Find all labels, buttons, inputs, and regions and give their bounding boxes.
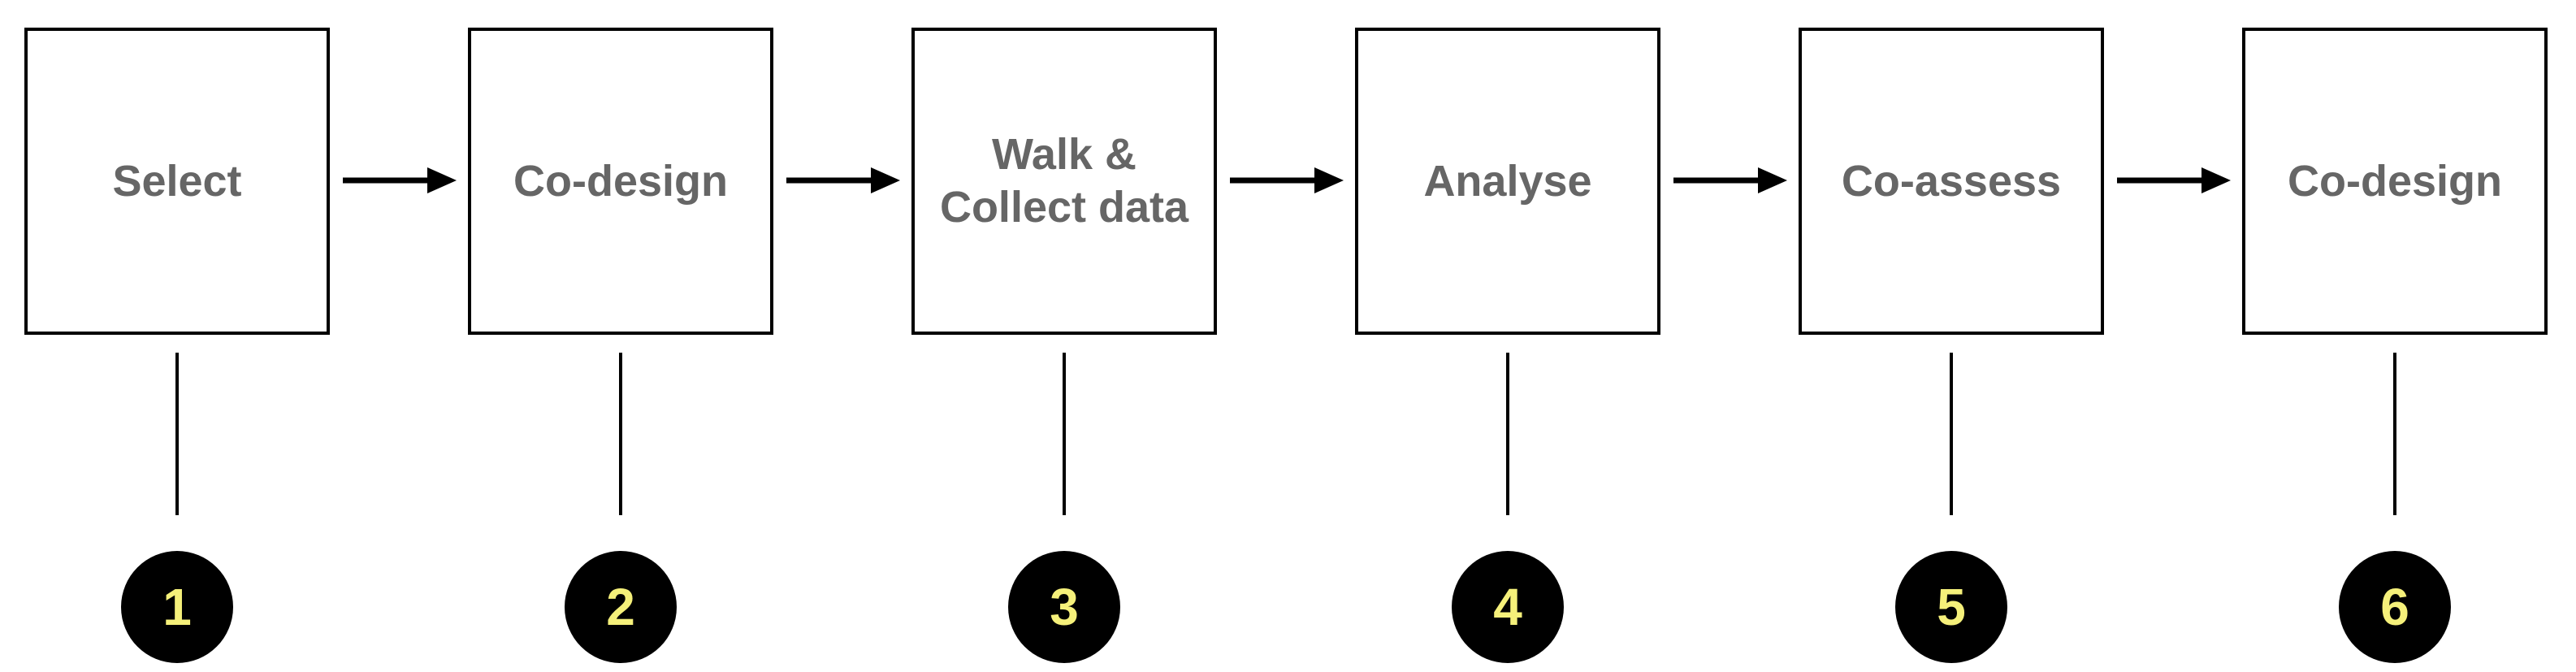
step-number-3: 3 bbox=[1050, 578, 1079, 636]
step-number-5: 5 bbox=[1937, 578, 1966, 636]
step-badge-6: 6 bbox=[2339, 551, 2451, 663]
step-number-6: 6 bbox=[2380, 578, 2409, 636]
step-box-4: Analyse bbox=[1355, 28, 1660, 335]
step-badge-5: 5 bbox=[1895, 551, 2007, 663]
step-box-3: Walk & Collect data bbox=[911, 28, 1217, 335]
step-badge-2: 2 bbox=[565, 551, 677, 663]
flow-arrow-4-to-5 bbox=[1673, 167, 1787, 193]
step-box-1: Select bbox=[24, 28, 330, 335]
step-badge-4: 4 bbox=[1452, 551, 1564, 663]
step-connector-2 bbox=[619, 353, 622, 515]
step-connector-6 bbox=[2393, 353, 2396, 515]
step-box-2: Co-design bbox=[468, 28, 773, 335]
flow-arrow-2-to-3 bbox=[786, 167, 900, 193]
flow-arrow-3-to-4 bbox=[1230, 167, 1344, 193]
step-number-2: 2 bbox=[606, 578, 635, 636]
step-badge-1: 1 bbox=[121, 551, 233, 663]
step-badge-3: 3 bbox=[1008, 551, 1120, 663]
step-connector-1 bbox=[175, 353, 179, 515]
step-connector-4 bbox=[1506, 353, 1509, 515]
step-number-1: 1 bbox=[162, 578, 192, 636]
flow-arrow-5-to-6 bbox=[2117, 167, 2231, 193]
step-number-4: 4 bbox=[1493, 578, 1522, 636]
step-label-3: Walk & Collect data bbox=[939, 130, 1189, 232]
step-connector-3 bbox=[1063, 353, 1066, 515]
step-label-1: Select bbox=[112, 156, 242, 206]
step-connector-5 bbox=[1950, 353, 1953, 515]
step-label-4: Analyse bbox=[1423, 156, 1592, 206]
step-label-5: Co-assess bbox=[1841, 156, 2062, 206]
step-box-5: Co-assess bbox=[1799, 28, 2104, 335]
step-label-2: Co-design bbox=[513, 156, 728, 206]
step-box-6: Co-design bbox=[2242, 28, 2548, 335]
step-label-6: Co-design bbox=[2288, 156, 2502, 206]
flow-arrow-1-to-2 bbox=[343, 167, 457, 193]
